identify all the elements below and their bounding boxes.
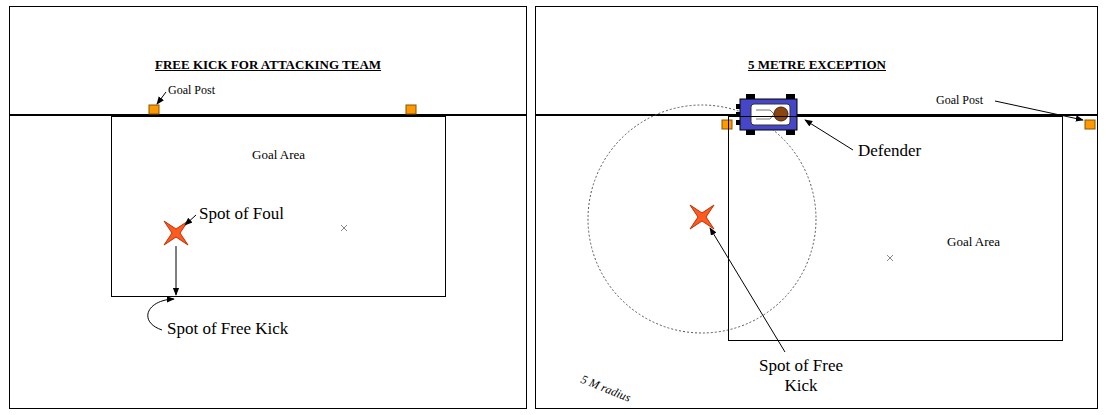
spot-marker [690,205,714,229]
goal-post-label: Goal Post [168,83,215,97]
radius-label: 5 M radius [579,372,633,405]
panel: Goal Area 5 METRE EXCEPTION [535,6,1098,409]
radius-circle [588,105,816,333]
defender-robot [736,94,797,135]
spot-marker [164,221,188,245]
leader-line [176,246,177,295]
goal-post [1085,120,1095,129]
area-label: Goal Area [947,234,1000,250]
leader-line [710,228,785,352]
centre-mark [341,225,347,231]
panel-heading: FREE KICK FOR ATTACKING TEAM [155,57,381,73]
goal-post [406,105,416,114]
callout-label: Spot of Foul [199,204,284,224]
callout-label: Spot of Free Kick [167,319,288,339]
callout-label: Defender [858,141,921,161]
leader-line [995,101,1083,120]
goal-post [149,105,159,114]
goal-post-label: Goal Post [936,93,983,107]
leader-line [157,92,166,104]
goal-post [722,120,732,129]
area-label: Goal Area [252,147,305,163]
callout-label: Spot of Free Kick [742,356,860,397]
leader-line [805,120,853,150]
panel-heading: 5 METRE EXCEPTION [748,57,886,73]
leader-line [185,215,196,225]
centre-mark [887,255,893,261]
